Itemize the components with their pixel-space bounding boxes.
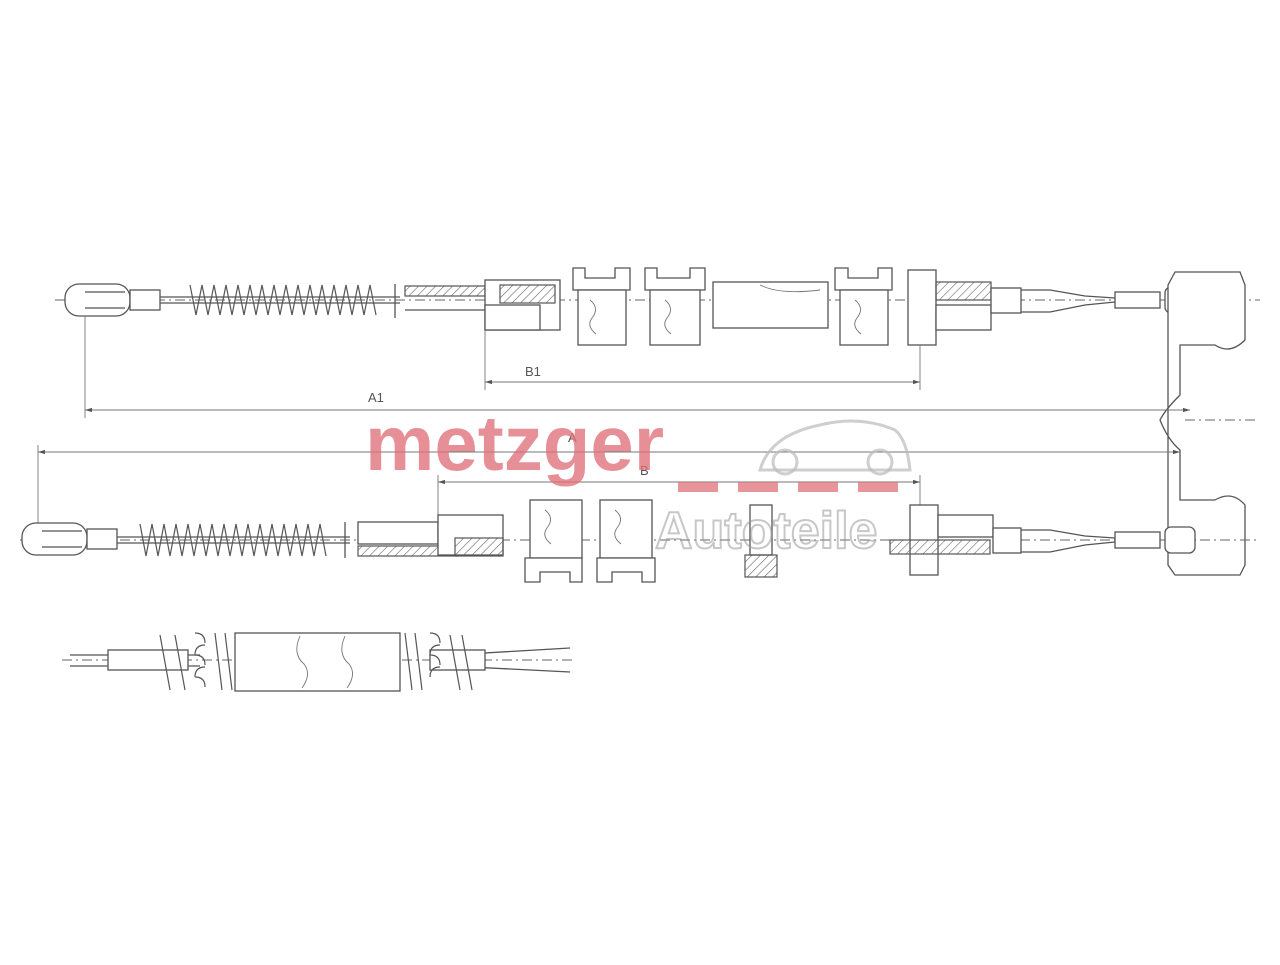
detail-sleeve — [234, 632, 401, 692]
lower-left-nipple — [21, 522, 88, 556]
upper-sleeve — [712, 281, 829, 329]
lower-right-nipple — [1164, 526, 1196, 554]
detail-spring-left — [159, 632, 233, 691]
upper-clip-3 — [834, 267, 893, 346]
dim-a-label: A — [568, 430, 577, 445]
upper-left-spring — [189, 284, 377, 316]
lower-sleeve-left — [357, 521, 439, 545]
watermark-brand: metzger — [365, 399, 664, 487]
dim-a1-label: A1 — [368, 390, 384, 405]
upper-clip-1 — [572, 267, 631, 346]
detail-view — [62, 632, 575, 692]
upper-left-nipple — [64, 283, 131, 317]
equalizer-bracket — [1159, 271, 1255, 576]
upper-left-ferrule — [129, 289, 161, 311]
lower-clip-3 — [744, 504, 778, 578]
dimension-a1: A1 — [84, 316, 1190, 418]
lower-cable — [20, 499, 1260, 583]
dimension-a: A — [37, 430, 1180, 525]
detail-spring-right — [404, 632, 473, 691]
upper-bracket — [907, 269, 937, 346]
upper-right-ferrule — [1114, 291, 1161, 309]
upper-cable — [55, 267, 1260, 346]
lower-left-spring — [139, 523, 327, 557]
dim-b1-label: B1 — [525, 364, 541, 379]
upper-clip-2 — [644, 267, 706, 346]
watermark-sub: Autoteile — [655, 502, 877, 560]
dimension-b1: B1 — [484, 330, 921, 390]
lower-clip-2 — [596, 499, 656, 583]
watermark-car-icon — [758, 419, 912, 476]
watermark-dashes — [678, 482, 898, 492]
lower-left-ferrule — [86, 528, 118, 550]
lower-right-ferrule — [1114, 531, 1161, 549]
upper-sheath — [404, 285, 486, 297]
dim-b-label: B — [640, 463, 649, 478]
watermark: metzger Autoteile — [365, 399, 912, 561]
lower-clip-1 — [524, 499, 583, 583]
